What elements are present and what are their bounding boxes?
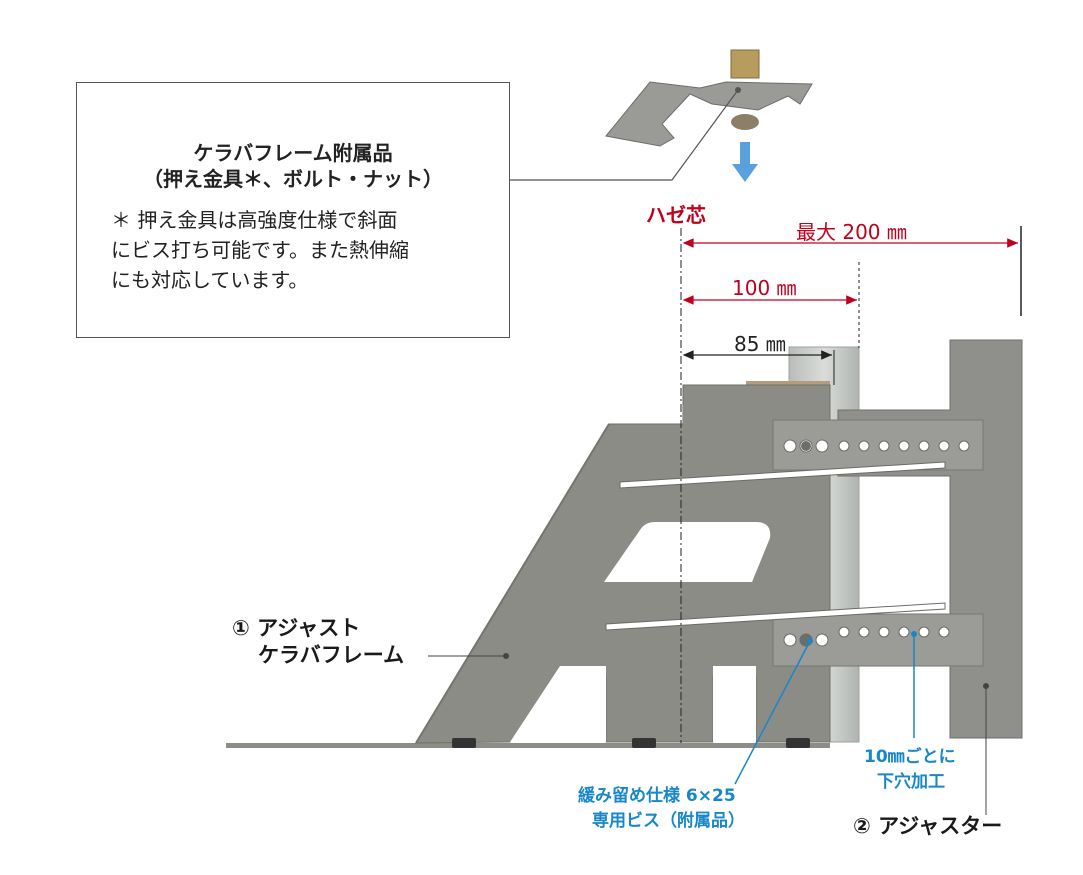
label-screw-line1: 緩み留め仕様 6×25 [578, 786, 736, 806]
frame-cutout-lower-left [510, 666, 606, 742]
callout-note-line3: にも対応しています。 [111, 268, 309, 292]
adjuster-plate [837, 339, 1023, 739]
callout-title-line2: （押え金具＊、ボルト・ナット） [143, 167, 443, 191]
frame-edge [415, 423, 610, 744]
callout-leader-dot [735, 87, 741, 93]
callout-title-line1: ケラバフレーム附属品 [193, 141, 393, 165]
clip-bracket [605, 81, 813, 147]
slot-upper [619, 461, 946, 489]
leader-adjuster-dot [983, 683, 989, 689]
label-screw-line2: 専用ビス（附属品） [592, 811, 745, 831]
holes-lower-row [783, 626, 950, 647]
dim-label-200: 最大 200 ㎜ [796, 220, 907, 244]
leader-frame-dot [503, 653, 509, 659]
dim-label-100: 100 ㎜ [732, 276, 797, 300]
leader-holes-dot [911, 631, 917, 637]
clip-washer [731, 114, 759, 130]
clip-nut [730, 49, 760, 79]
dim-label-85: 85 ㎜ [734, 332, 786, 356]
callout-leader [510, 89, 739, 181]
frame-feet [452, 738, 810, 748]
label-holes-line1: 10㎜ごとに [864, 747, 956, 767]
label-adjust-frame-line1: ① アジャスト [232, 616, 361, 640]
screw-head-upper [801, 441, 811, 451]
label-adjuster: ② アジャスター [853, 814, 1003, 838]
frame-notch [683, 405, 738, 424]
accessory-callout-box: ケラバフレーム附属品 （押え金具＊、ボルト・ナット） ＊ 押え金具は高強度仕様で… [76, 82, 510, 338]
haze-center-label: ハゼ芯 [646, 203, 706, 227]
leader-screw-dot [807, 638, 813, 644]
leader-screw [734, 640, 811, 785]
base-plate [226, 743, 830, 748]
frame-cutout-large [604, 522, 771, 582]
label-holes-line2: 下穴加工 [877, 772, 945, 792]
callout-note-line2: にビス打ち可能です。また熱伸縮 [111, 238, 409, 262]
slot-lower [605, 602, 946, 631]
callout-note-line1: ＊ 押え金具は高強度仕様で斜面 [111, 208, 398, 232]
frame-cutout-lower-right [713, 666, 756, 742]
label-adjust-frame-line2: ケラバフレーム [258, 643, 405, 667]
down-arrow [732, 142, 758, 182]
